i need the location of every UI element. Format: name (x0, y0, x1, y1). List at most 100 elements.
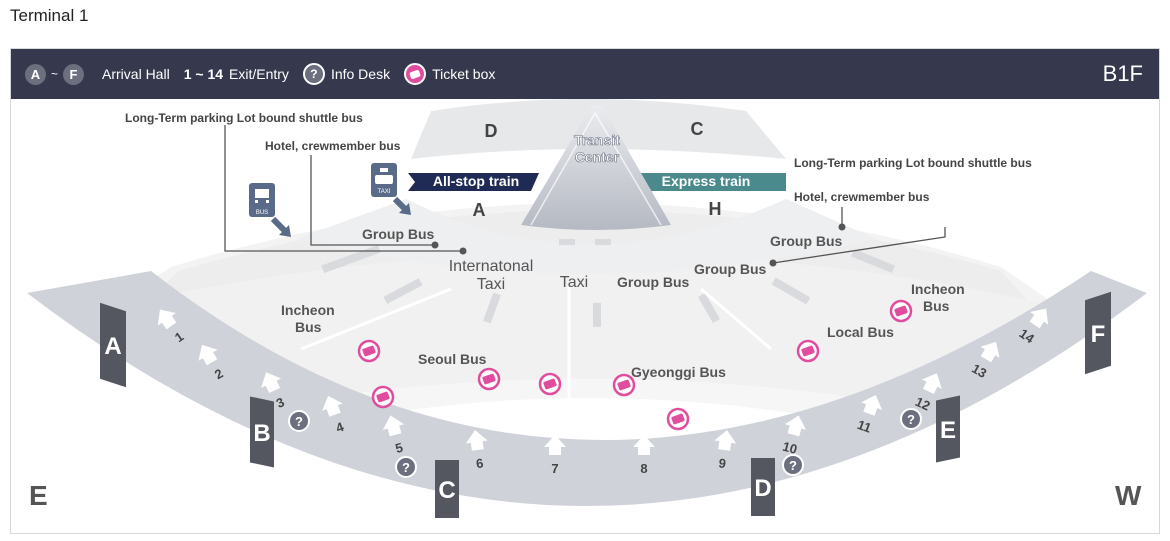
bus-icon-text: BUS (256, 210, 268, 216)
exit-arrow-icon (714, 430, 737, 451)
ticket-box-icon (477, 367, 501, 391)
range-separator: ~ (51, 67, 59, 81)
bus-icon: BUS (249, 183, 291, 237)
group-bus-left-label: Group Bus (362, 226, 435, 242)
hall-f-marker: F (1085, 291, 1111, 375)
hall-f-label: F (1091, 321, 1106, 348)
exit-number: 12 (913, 394, 932, 414)
svg-text:?: ? (789, 458, 797, 473)
hall-a-label: A (104, 333, 121, 360)
exit-number: 9 (718, 455, 727, 471)
transit-center-label-1: Transit (574, 132, 620, 148)
exit-arrow-icon (784, 415, 807, 437)
exit-arrow-icon (544, 435, 566, 455)
exit-7: 7 (544, 435, 566, 476)
terminal-map: A ~ F Arrival Hall 1 ~ 14 Exit/Entry ? I… (10, 48, 1160, 534)
floor-label: B1F (1102, 61, 1143, 86)
svg-text:?: ? (907, 412, 915, 427)
exit-11: 11 (855, 394, 883, 436)
exit-10: 10 (781, 415, 807, 457)
ticket-box-icon (889, 299, 913, 323)
hall-b-label: B (253, 420, 270, 447)
international-taxi-label-2: Taxi (477, 276, 505, 293)
zone-c-label: C (691, 119, 704, 139)
exit-arrow-icon (633, 435, 655, 455)
exit-number: 6 (475, 455, 484, 471)
ticket-box-icon (357, 339, 381, 363)
incheon-bus-right-label-2: Bus (923, 298, 950, 314)
right-hotel-bus-label: Hotel, crewmember bus (794, 190, 930, 204)
seoul-bus-label: Seoul Bus (418, 351, 487, 367)
exit-arrow-icon (465, 430, 488, 451)
exit-number: 11 (855, 417, 873, 436)
compass-east-label: E (29, 480, 48, 511)
exit-6: 6 (465, 430, 488, 471)
compass-west-label: W (1115, 480, 1142, 511)
exit-12: 12 (913, 373, 942, 414)
gyeonggi-bus-label: Gyeonggi Bus (631, 364, 726, 380)
taxi-icon: TAXI (371, 163, 411, 215)
ticket-box-icon (404, 63, 427, 85)
ticket-box-icon (796, 339, 820, 363)
exit-number: 7 (551, 461, 558, 476)
zone-a-label: A (473, 200, 486, 220)
exit-5: 5 (382, 415, 405, 456)
taxi-icon-text: TAXI (378, 189, 391, 195)
legend-bar: A ~ F Arrival Hall 1 ~ 14 Exit/Entry ? I… (11, 49, 1159, 99)
transit-center-label-2: Center (575, 149, 620, 165)
legend-info-desk: ? Info Desk (302, 63, 391, 85)
right-long-term-shuttle-label: Long-Term parking Lot bound shuttle bus (794, 156, 1032, 170)
exit-number: 13 (969, 361, 989, 381)
ticket-box-icon (666, 407, 690, 431)
exit-range: 1 ~ 14 (183, 66, 224, 82)
ticket-box-label: Ticket box (432, 66, 496, 82)
page-title: Terminal 1 (10, 6, 89, 25)
exit-arrow-icon (321, 395, 343, 417)
zone-h-label: H (709, 199, 722, 219)
hall-c-label: C (438, 477, 455, 504)
exit-arrow-icon (261, 372, 282, 393)
hall-b-marker: B (250, 396, 274, 468)
hall-badge-end: F (63, 63, 85, 85)
info-desk-icon: ? (782, 454, 804, 476)
hall-d-label: D (754, 475, 771, 502)
exit-arrow-icon (198, 344, 218, 366)
exit-13: 13 (969, 341, 1000, 381)
svg-text:?: ? (295, 414, 303, 429)
exit-arrow-icon (921, 373, 942, 394)
left-long-term-shuttle-label: Long-Term parking Lot bound shuttle bus (125, 111, 363, 125)
incheon-bus-left-label-2: Bus (295, 319, 322, 335)
exit-arrow-icon (980, 341, 1000, 363)
left-hotel-bus-label: Hotel, crewmember bus (265, 139, 401, 153)
incheon-bus-left-label-1: Incheon (281, 302, 335, 318)
info-desk-icon: ? (395, 456, 417, 478)
hall-c-marker: C (435, 460, 459, 518)
info-desk-icon: ? (288, 410, 310, 432)
info-desk-label: Info Desk (330, 66, 391, 82)
exit-arrow-icon (157, 309, 177, 330)
exit-8: 8 (633, 435, 655, 476)
zone-d-label: D (485, 121, 498, 141)
ticket-box-icon (371, 385, 395, 409)
hall-badge-start: A (25, 63, 46, 85)
international-taxi-label-1: Internatonal (449, 258, 534, 275)
taxi-label: Taxi (560, 274, 588, 291)
info-desk-icon: ? (302, 63, 325, 85)
exit-9: 9 (714, 430, 737, 471)
ticket-box-icon (612, 373, 636, 397)
hall-d-marker: D (751, 458, 775, 516)
arrival-hall-label: Arrival Hall (102, 66, 170, 82)
group-bus-center-label: Group Bus (617, 274, 690, 290)
legend-ticket-box: Ticket box (404, 63, 495, 85)
hall-a-marker: A (100, 302, 126, 388)
all-stop-train-label: All-stop train (433, 173, 519, 189)
hall-e-marker: E (936, 395, 960, 463)
local-bus-label: Local Bus (827, 324, 894, 340)
exit-arrow-icon (382, 415, 405, 437)
ticket-box-icon (538, 372, 562, 396)
legend-exit: 1 ~ 14 Exit/Entry (184, 66, 289, 82)
svg-text:?: ? (402, 460, 410, 475)
exit-label: Exit/Entry (229, 66, 289, 82)
exit-arrow-icon (861, 394, 883, 416)
